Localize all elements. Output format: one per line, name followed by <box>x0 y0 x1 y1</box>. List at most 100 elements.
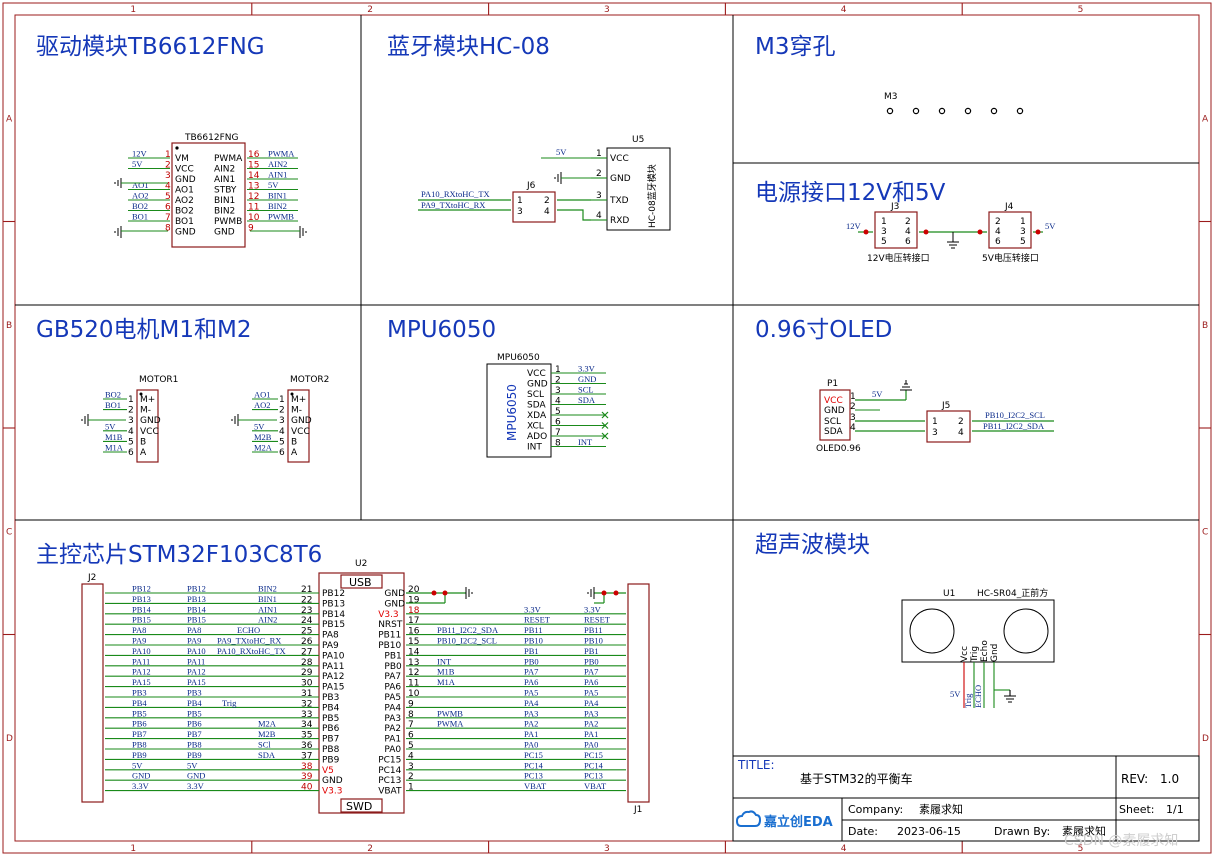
date-value: 2023-06-15 <box>897 825 961 838</box>
mcu-left-function-net: SDA <box>258 750 276 760</box>
sheet-value: 1/1 <box>1166 803 1184 816</box>
grid-row-right-label: D <box>1202 734 1209 744</box>
mpu6050-pin-number: 7 <box>555 428 561 438</box>
j5-net-sda: PB11_I2C2_SDA <box>983 421 1045 431</box>
tb6612-left-pin-number: 7 <box>165 213 171 223</box>
company-value: 素履求知 <box>919 802 963 816</box>
mcu-right-pin-label: GND <box>384 589 405 599</box>
mcu-left-net-mid: PB12 <box>187 584 206 594</box>
mcu-left-pin-label: PA15 <box>322 683 344 693</box>
mcu-left-function-net: SCl <box>258 740 271 750</box>
mpu6050-net-label: SCL <box>578 385 594 395</box>
mcu-right-function-net: INT <box>437 656 452 666</box>
mcu-usb-label: USB <box>349 576 372 589</box>
mcu-right-net-mid: RESET <box>524 615 551 625</box>
mcu-left-net-j2: PB8 <box>132 740 147 750</box>
j5-body <box>926 410 971 443</box>
mcu-left-function-net: PA9_TXtoHC_RX <box>217 636 281 646</box>
drawn-value: 素履求知 <box>1062 824 1106 838</box>
mcu-left-net-j2: PA12 <box>132 667 151 677</box>
tb6612-right-net: BIN1 <box>268 191 287 201</box>
mcu-left-net-mid: PB8 <box>187 740 202 750</box>
mpu6050-net-label: SDA <box>578 395 596 405</box>
j4-pin-number: 6 <box>995 237 1001 247</box>
motor-net-label: M1A <box>105 443 124 453</box>
hc08-name: HC-08蓝牙模块 <box>646 164 658 228</box>
motor2-body <box>287 389 310 463</box>
mcu-right-net-j1: PA1 <box>584 729 598 739</box>
mcu-right-net-j1: PC15 <box>584 750 603 760</box>
j4-body <box>988 211 1032 249</box>
mcu-right-net-mid: PA1 <box>524 729 538 739</box>
grid-row-left-label: A <box>6 114 13 124</box>
mcu-right-net-j1: PA5 <box>584 688 598 698</box>
mcu-right-net-j1: 3.3V <box>584 604 602 614</box>
mcu-left-function-net: ECHO <box>237 625 260 635</box>
mpu6050-pin-label: XDA <box>527 411 547 421</box>
tb6612-right-pin-label: GND <box>214 228 235 238</box>
mcu-right-pin-number: 6 <box>408 731 414 741</box>
date-label: Date: <box>848 825 878 838</box>
section-dividers <box>15 15 1199 841</box>
m3-hole <box>1016 107 1024 115</box>
mpu6050-pin-number: 3 <box>555 386 561 396</box>
mcu-left-pin-number: 27 <box>301 647 312 657</box>
mcu-right-pin-number: 14 <box>408 647 420 657</box>
mpu6050-net-label: GND <box>578 374 596 384</box>
mcu-left-pin-label: PA12 <box>322 672 344 682</box>
motor-pin-number: 3 <box>128 416 134 426</box>
section-title-bluetooth: 蓝牙模块HC-08 <box>387 34 550 60</box>
oled-value: OLED0.96 <box>816 444 861 454</box>
mcu-body <box>318 572 405 814</box>
no-connect-mark <box>601 422 609 429</box>
mcu-left-net-mid: PB4 <box>187 698 202 708</box>
mcu-right-pin-label: PA7 <box>384 672 401 682</box>
motor-pin-label: M+ <box>291 395 306 405</box>
mcu-right-pin-label: PC14 <box>378 766 401 776</box>
mcu-left-net-j2: PB9 <box>132 750 147 760</box>
mpu6050-pin-label: XCL <box>527 422 544 432</box>
mcu-left-function-net: PA10_RXtoHC_TX <box>217 646 286 656</box>
mcu-left-net-j2: 3.3V <box>132 781 150 791</box>
mcu-left-function-net: M2A <box>258 719 277 729</box>
watermark: CSDN @素履求知 <box>1064 832 1178 849</box>
grid-col-bottom-label: 4 <box>841 844 847 854</box>
grid-row-left-label: C <box>6 527 12 537</box>
j4-pin-number: 2 <box>995 217 1001 227</box>
section-title-motor: GB520电机M1和M2 <box>36 317 251 343</box>
tb6612-symbol: TB6612FNG VM112VVCC25VGND3AO14AO1AO25AO2… <box>114 133 307 248</box>
tb6612-left-pin-number: 3 <box>165 171 171 181</box>
sonar-transducer-right <box>1003 608 1049 654</box>
tb6612-name: TB6612FNG <box>184 133 238 143</box>
mcu-right-function-net: M1A <box>437 677 456 687</box>
mcu-symbol: USB SWD U2 PB1221PB12PB12BIN220PB1322PB1… <box>90 559 644 814</box>
motor-pin-number: 5 <box>279 437 285 447</box>
hc08-pin-number: 4 <box>596 211 602 221</box>
mcu-right-pin-label: PA6 <box>384 683 401 693</box>
oled-pin-number: 1 <box>850 392 856 402</box>
mcu-left-pin-number: 30 <box>301 679 313 689</box>
j6-pin-3: 3 <box>517 207 523 217</box>
mcu-left-net-mid: PA12 <box>187 667 206 677</box>
j4-pin-number: 4 <box>995 227 1001 237</box>
hc08-pin-number: 3 <box>596 191 602 201</box>
tb6612-right-net: BIN2 <box>268 201 287 211</box>
grid-row-right-label: A <box>1202 114 1209 124</box>
grid-col-top-label: 3 <box>604 5 610 15</box>
mpu6050-pin-label: GND <box>527 380 548 390</box>
j1-header: J1 <box>627 583 650 815</box>
mcu-right-net-j1: PB10 <box>584 636 603 646</box>
mcu-right-pin-number: 20 <box>408 585 420 595</box>
j5-pin-3: 3 <box>932 428 938 438</box>
mcu-left-net-j2: PB12 <box>132 584 151 594</box>
mcu-left-net-mid: PA11 <box>187 656 205 666</box>
mcu-right-net-j1: PB1 <box>584 646 599 656</box>
oled-pin-label: VCC <box>824 396 843 406</box>
m3-hole <box>990 107 998 115</box>
mcu-right-pin-number: 8 <box>408 710 414 720</box>
